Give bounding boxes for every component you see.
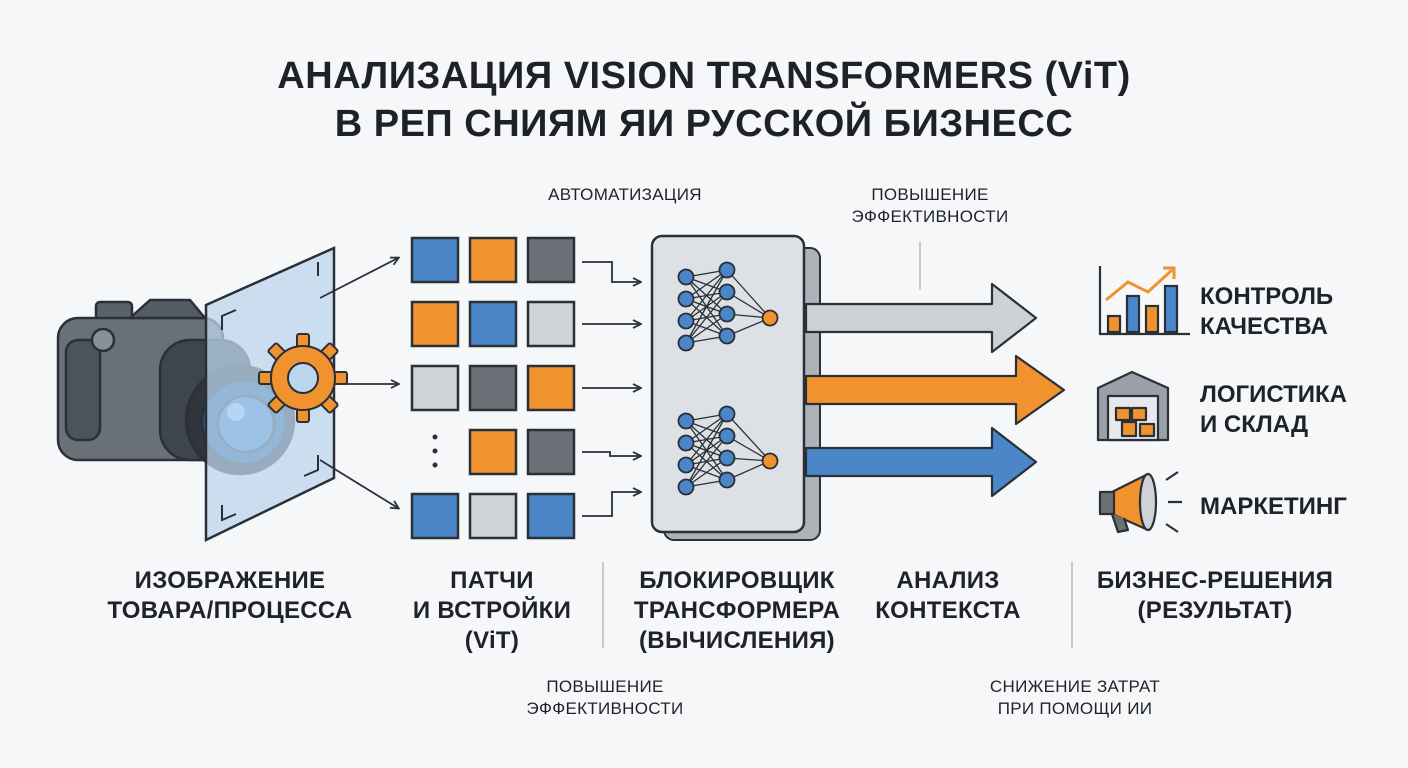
page-title: АНАЛИЗАЦИЯ VISION TRANSFORMERS (ViT) В Р… [0, 52, 1408, 148]
annotation-cost-reduction: СНИЖЕНИЕ ЗАТРАТ ПРИ ПОМОЩИ ИИ [989, 677, 1161, 718]
neural-network-icon [677, 261, 779, 496]
annotation-efficiency-bottom: ПОВЫШЕНИЕ ЭФФЕКТИВНОСТИ [526, 677, 684, 718]
arrow-gray [804, 282, 1038, 354]
divider-lines [602, 242, 1073, 648]
output-logistics: ЛОГИСТИКА И СКЛАД [1200, 381, 1347, 438]
stage-label-patches: ПАТЧИ И ВСТРОЙКИ (ViT) [412, 567, 572, 654]
annotation-efficiency-top: ПОВЫШЕНИЕ ЭФФЕКТИВНОСТИ [851, 185, 1009, 226]
transformer-block [650, 234, 821, 541]
patch-grid [410, 236, 576, 540]
stage-label-context: АНАЛИЗ КОНТЕКСТА [875, 567, 1021, 624]
title-line-2: В РЕП СНИЯМ ЯИ РУССКОЙ БИЗНЕСС [334, 103, 1074, 145]
warehouse-icon [1096, 370, 1170, 442]
megaphone-icon [1098, 471, 1182, 534]
output-arrows [804, 282, 1066, 498]
output-quality-control: КОНТРОЛЬ КАЧЕСТВА [1200, 283, 1334, 340]
ellipsis-dots [432, 434, 438, 468]
stage-label-transformer: БЛОКИРОВЩИК ТРАНСФОРМЕРА (ВЫЧИСЛЕНИЯ) [633, 567, 841, 654]
output-marketing: МАРКЕТИНГ [1200, 493, 1347, 520]
patches-to-block-arrows [582, 261, 640, 517]
arrow-orange [804, 354, 1066, 426]
bar-chart-icon [1098, 266, 1190, 336]
gear-icon [258, 333, 348, 423]
annotation-automation: АВТОМАТИЗАЦИЯ [548, 185, 702, 204]
image-panel [204, 246, 336, 542]
panel-to-patches-arrows [319, 258, 398, 508]
stage-label-business: БИЗНЕС-РЕШЕНИЯ (РЕЗУЛЬТАТ) [1096, 567, 1334, 624]
title-line-1: АНАЛИЗАЦИЯ VISION TRANSFORMERS (ViT) [277, 55, 1131, 97]
arrow-blue [804, 426, 1038, 498]
stage-label-image: ИЗОБРАЖЕНИЕ ТОВАРА/ПРОЦЕССА [107, 567, 353, 624]
